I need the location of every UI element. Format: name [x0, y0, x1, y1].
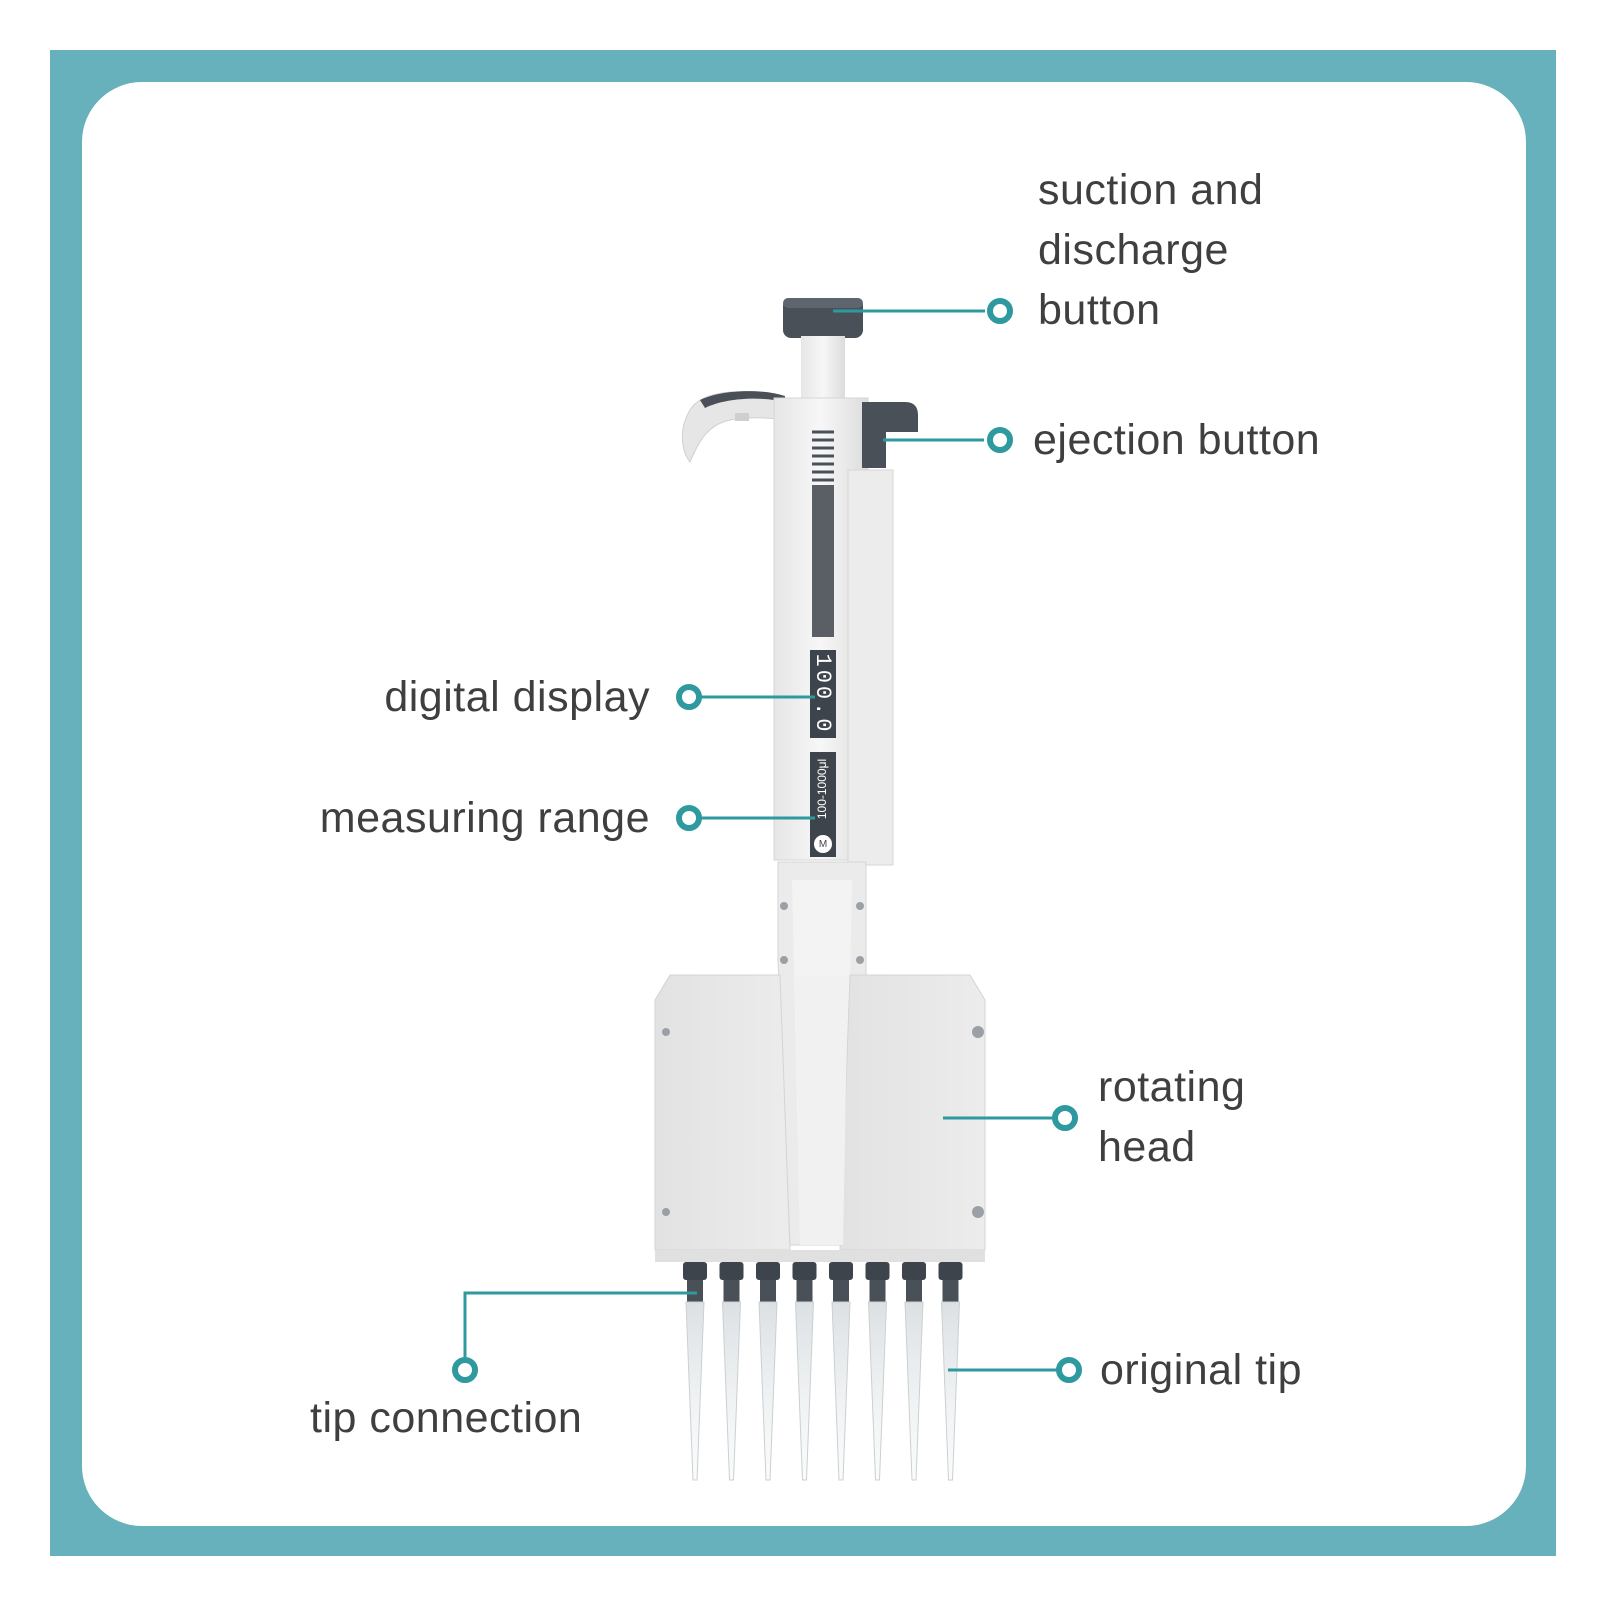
- label-rotating-line-1: rotating: [1098, 1063, 1246, 1111]
- svg-text:M: M: [819, 839, 827, 850]
- label-ejection-button: ejection button: [1033, 416, 1321, 464]
- label-digital-display: digital display: [384, 673, 650, 721]
- display-value: 100.0: [810, 653, 835, 734]
- label-suction-line-2: discharge: [1038, 226, 1229, 274]
- pipette-tip: [721, 1301, 742, 1481]
- pipette-tip: [904, 1301, 924, 1481]
- pipette-tip: [940, 1301, 961, 1481]
- tip-connector: [865, 1262, 890, 1302]
- digital-display: 100.0: [810, 650, 836, 738]
- pipette-tip: [758, 1301, 778, 1481]
- tip-connector: [683, 1262, 707, 1302]
- finger-hook: [682, 391, 786, 463]
- rotating-head-block: [654, 974, 986, 1262]
- label-original-tip: original tip: [1100, 1346, 1302, 1394]
- ejection-dot: [987, 427, 1013, 453]
- pipette-tip: [685, 1301, 705, 1481]
- tip-connector: [792, 1262, 817, 1302]
- ejection-button-shape[interactable]: [862, 402, 918, 468]
- suction-dot: [987, 298, 1013, 324]
- measuring-range-dot: [676, 805, 702, 831]
- tip-connector: [902, 1262, 926, 1302]
- pipette-tip: [831, 1301, 851, 1481]
- tip-array: [683, 1262, 963, 1481]
- original-tip-dot: [1056, 1357, 1082, 1383]
- label-measuring-range: measuring range: [319, 794, 650, 842]
- measuring-range-sticker: M 100-1000μl: [810, 752, 836, 857]
- rotating-head-dot: [1052, 1105, 1078, 1131]
- pipette-tip: [794, 1301, 815, 1481]
- label-rotating-line-2: head: [1098, 1123, 1196, 1171]
- tip-connector: [938, 1262, 963, 1302]
- grip-lines: [812, 430, 834, 482]
- label-rotating-head: rotating head: [1098, 1057, 1245, 1177]
- pipette-tip: [867, 1301, 888, 1481]
- leader-lines: [463, 309, 1057, 1372]
- range-text: 100-1000μl: [815, 759, 829, 819]
- label-suction-discharge-button: suction and discharge button: [1038, 160, 1263, 340]
- tip-connector: [719, 1262, 744, 1302]
- tip-connector: [829, 1262, 853, 1302]
- volume-window: [812, 485, 834, 637]
- digital-display-dot: [676, 684, 702, 710]
- tip-connector: [756, 1262, 780, 1302]
- tip-connection-dot: [452, 1357, 478, 1383]
- label-suction-line-3: button: [1038, 286, 1161, 334]
- plunger-button[interactable]: [783, 298, 863, 408]
- label-tip-connection: tip connection: [310, 1394, 583, 1442]
- label-suction-line-1: suction and: [1038, 166, 1264, 214]
- leader-dots: [452, 298, 1082, 1383]
